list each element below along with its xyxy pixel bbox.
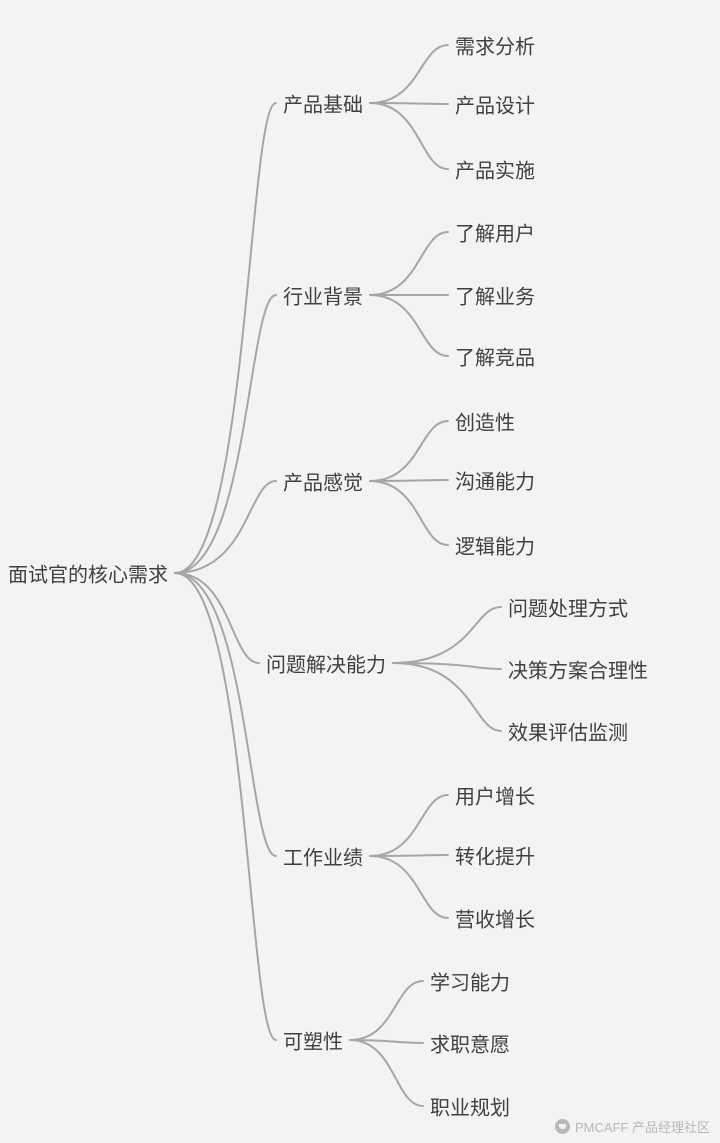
branch-node-plasticity: 可塑性: [283, 1031, 343, 1054]
child-node: 营收增长: [455, 909, 535, 932]
child-node: 了解用户: [455, 223, 535, 246]
child-node: 求职意愿: [430, 1034, 510, 1057]
child-node: 学习能力: [430, 972, 510, 995]
branch-node-problem-solving: 问题解决能力: [266, 654, 386, 677]
branch-node-product-sense: 产品感觉: [283, 472, 363, 495]
branch-node-work-performance: 工作业绩: [283, 847, 363, 870]
watermark: PMCAFF 产品经理社区: [554, 1117, 710, 1136]
child-node: 需求分析: [455, 36, 535, 59]
child-node: 转化提升: [455, 846, 535, 869]
child-node: 了解竞品: [455, 347, 535, 370]
branch-node-industry-background: 行业背景: [283, 286, 363, 309]
child-node: 创造性: [455, 412, 515, 435]
child-node: 沟通能力: [455, 471, 535, 494]
pmcaff-logo-icon: [554, 1119, 570, 1134]
child-node: 产品设计: [455, 95, 535, 118]
child-node: 逻辑能力: [455, 536, 535, 559]
child-node: 了解业务: [455, 286, 535, 309]
watermark-text: PMCAFF 产品经理社区: [574, 1120, 710, 1135]
child-node: 用户增长: [455, 786, 535, 809]
child-node: 问题处理方式: [508, 598, 628, 621]
root-node: 面试官的核心需求: [8, 564, 168, 587]
child-node: 产品实施: [455, 160, 535, 183]
child-node: 决策方案合理性: [508, 660, 648, 683]
branch-node-product-basics: 产品基础: [283, 94, 363, 117]
child-node: 职业规划: [430, 1097, 510, 1120]
child-node: 效果评估监测: [508, 722, 628, 745]
